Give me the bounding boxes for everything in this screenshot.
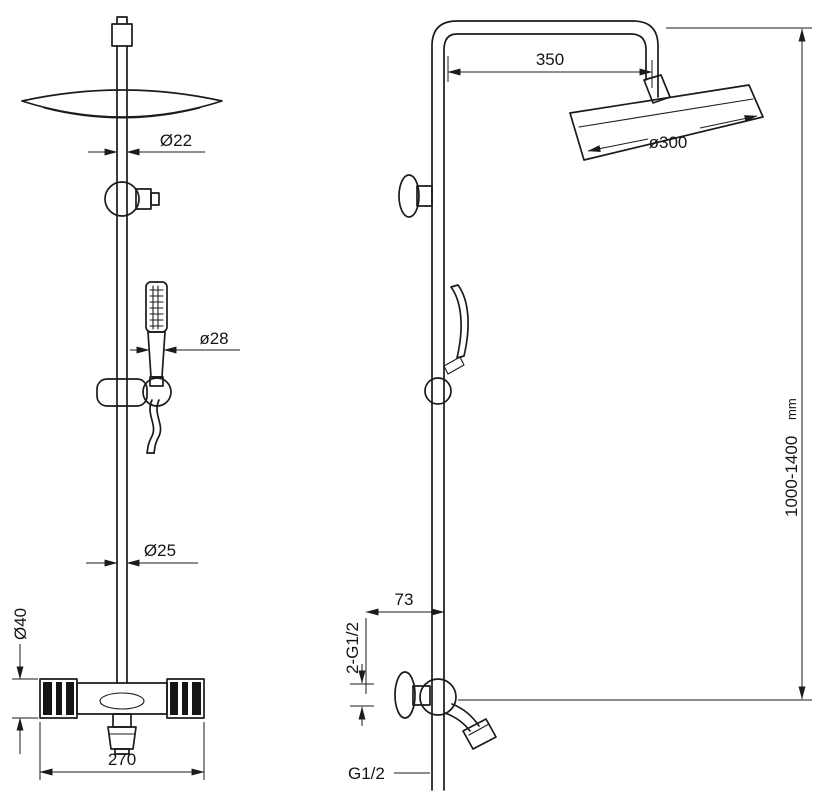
riser-pipe-side-outer — [431, 20, 659, 791]
spray-face-grid — [149, 285, 164, 330]
riser-pipe-front — [116, 45, 128, 684]
label-outlet-thread: G1/2 — [348, 764, 430, 783]
slider-ring-side — [424, 377, 452, 405]
dim-hand-shower-label: ø28 — [199, 329, 228, 348]
shower-hose-front — [146, 399, 162, 454]
hand-shower-front — [145, 281, 168, 387]
spout-front — [107, 713, 137, 755]
dim-pipe-lower: Ø25 — [86, 541, 198, 567]
wall-mount-front — [104, 181, 160, 217]
top-pipe-cap — [116, 16, 128, 25]
hand-shower-side — [443, 284, 469, 375]
riser-pipe-side-inner — [443, 33, 647, 791]
label-inlet-thread-text: 2-G1/2 — [343, 622, 362, 674]
dim-inlet-offset-label: 73 — [395, 590, 414, 609]
dim-head-diameter: ø300 — [587, 115, 758, 152]
slider-bracket-front — [96, 377, 172, 407]
dim-pipe-lower-label: Ø25 — [144, 541, 176, 560]
dim-hand-shower: ø28 — [130, 329, 240, 354]
overhead-shower-side — [569, 84, 764, 161]
dim-height-range-unit: mm — [784, 398, 799, 420]
label-outlet-thread-text: G1/2 — [348, 764, 385, 783]
wall-bracket-side — [398, 174, 433, 218]
top-collar — [111, 23, 133, 47]
valve-side — [394, 671, 457, 719]
dim-valve-width: 270 — [39, 722, 205, 780]
dim-height-range: 1000-1400 mm — [458, 27, 812, 701]
dim-arm-reach: 350 — [447, 50, 653, 88]
dim-inlet-offset: 73 — [365, 590, 445, 694]
dim-head-diameter-label: ø300 — [649, 133, 688, 152]
hand-shower-handle — [147, 331, 166, 378]
side-view: 350 ø300 1000-1400 mm — [343, 20, 812, 791]
label-inlet-thread: 2-G1/2 — [343, 622, 374, 726]
dim-height-range-label: 1000-1400 — [782, 436, 801, 517]
handle-holder-side — [443, 356, 465, 375]
dim-valve-body-label: Ø40 — [11, 608, 30, 640]
dim-arm-reach-label: 350 — [536, 50, 564, 69]
dim-pipe-top: Ø22 — [88, 131, 205, 156]
dim-pipe-top-label: Ø22 — [160, 131, 192, 150]
dim-valve-width-label: 270 — [108, 750, 136, 769]
dim-valve-body: Ø40 — [11, 608, 38, 754]
mixer-valve-front — [39, 678, 205, 719]
front-view: Ø22 ø28 — [11, 16, 240, 780]
overhead-shower-disc — [21, 89, 223, 119]
valve-badge — [99, 692, 145, 710]
spout-side — [444, 703, 497, 750]
handle-nut — [149, 376, 164, 387]
